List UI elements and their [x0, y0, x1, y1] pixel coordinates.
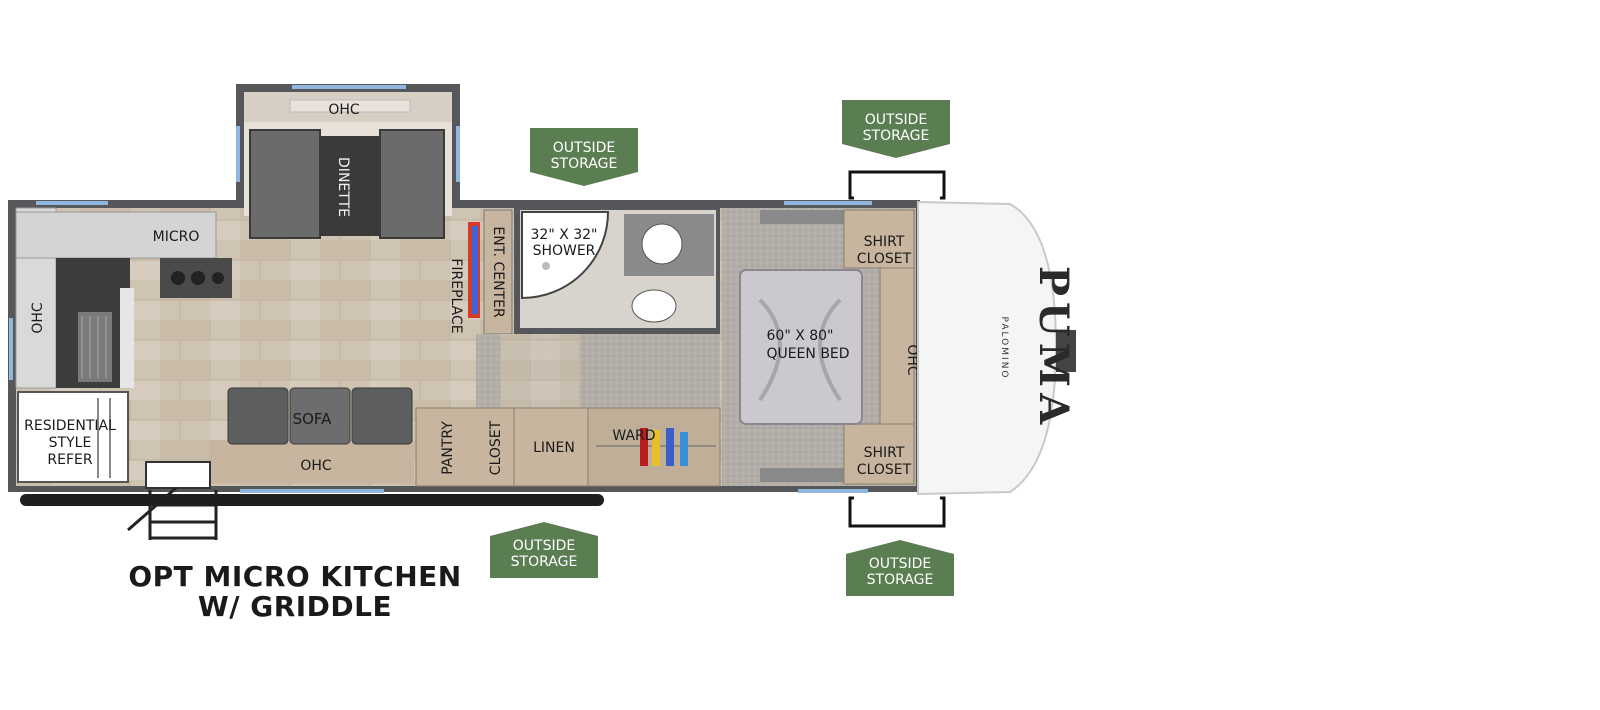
- landing-gear: [848, 170, 946, 528]
- front-cap: PUMA PALOMINO: [917, 200, 1077, 496]
- sofa-label: SOFA: [293, 410, 333, 428]
- shower-label-2: SHOWER: [533, 243, 596, 259]
- shirt-closet-bottom-2: CLOSET: [857, 462, 912, 478]
- kitchen-ohc-label: OHC: [30, 302, 46, 334]
- storage-bottom-right-2: STORAGE: [867, 572, 934, 588]
- puma-logo: PUMA: [1030, 266, 1077, 430]
- outside-storage-bottom-right: OUTSIDE STORAGE: [846, 540, 954, 596]
- bed-label-2: QUEEN BED: [766, 346, 849, 362]
- dinette: OHC DINETTE: [244, 92, 452, 239]
- storage-top-left-2: STORAGE: [551, 156, 618, 172]
- storage-bottom-right-1: OUTSIDE: [869, 556, 931, 572]
- bedroom: 60" X 80" QUEEN BED SHIRT CLOSET SHIRT C…: [722, 208, 920, 486]
- awning: [20, 494, 604, 506]
- storage-bottom-left-1: OUTSIDE: [513, 538, 575, 554]
- pantry-label: PANTRY: [440, 421, 456, 475]
- outside-storage-top-left: OUTSIDE STORAGE: [530, 128, 638, 186]
- dinette-ohc-label: OHC: [328, 102, 360, 118]
- refer-label-2: STYLE: [49, 435, 92, 451]
- storage-bottom-left-2: STORAGE: [511, 554, 578, 570]
- bedroom-ohc-label: OHC: [904, 344, 920, 376]
- sofa-ohc-label: OHC: [300, 458, 332, 474]
- ward-label: WARD: [612, 428, 655, 444]
- refer-label-1: RESIDENTIAL: [24, 418, 116, 434]
- caption-line-2: W/ GRIDDLE: [197, 590, 393, 623]
- shower-label-1: 32" X 32": [531, 227, 598, 243]
- micro-label: MICRO: [153, 229, 200, 245]
- closet-label: CLOSET: [488, 420, 504, 475]
- palomino-logo: PALOMINO: [999, 316, 1009, 379]
- shirt-closet-top-1: SHIRT: [864, 234, 905, 250]
- storage-wall: PANTRY CLOSET LINEN WARD: [415, 407, 721, 487]
- fireplace-ent-center: FIREPLACE ENT. CENTER: [448, 209, 513, 335]
- bed-label-1: 60" X 80": [767, 328, 834, 344]
- floorplan-caption: OPT MICRO KITCHEN W/ GRIDDLE: [120, 562, 470, 622]
- fireplace-label: FIREPLACE: [448, 258, 464, 333]
- sofa: SOFA OHC: [210, 387, 414, 484]
- windows: [9, 85, 872, 493]
- shirt-closet-top-2: CLOSET: [857, 251, 912, 267]
- storage-top-right-2: STORAGE: [863, 128, 930, 144]
- outside-storage-top-right: OUTSIDE STORAGE: [842, 100, 950, 158]
- ent-center-label: ENT. CENTER: [490, 226, 506, 318]
- storage-top-left-1: OUTSIDE: [553, 140, 615, 156]
- bathroom: 32" X 32" SHOWER: [514, 206, 720, 334]
- dinette-label: DINETTE: [335, 157, 351, 217]
- kitchen: MICRO OHC RESIDENTIAL STYLE REFER: [15, 207, 232, 483]
- linen-label: LINEN: [533, 440, 575, 456]
- refer-label-3: REFER: [47, 452, 92, 468]
- caption-line-1: OPT MICRO KITCHEN: [128, 560, 462, 593]
- shirt-closet-bottom-1: SHIRT: [864, 445, 905, 461]
- storage-top-right-1: OUTSIDE: [865, 112, 927, 128]
- outside-storage-bottom-left: OUTSIDE STORAGE: [490, 522, 598, 578]
